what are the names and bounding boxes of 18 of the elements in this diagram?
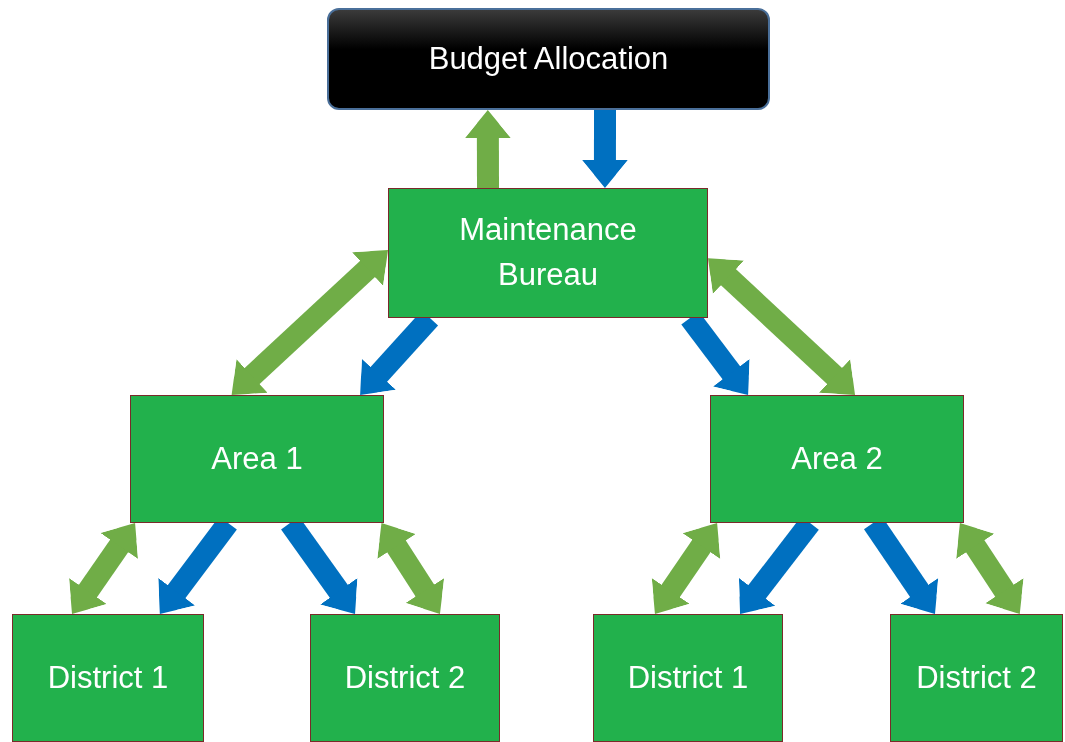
box-label: Area 1: [211, 439, 303, 478]
unit-box: [890, 614, 1063, 742]
unit-box: [593, 614, 783, 742]
header-box: [327, 8, 770, 110]
unit-box: [310, 614, 500, 742]
block-arrow: [581, 110, 628, 188]
box-label: Maintenance Bureau: [458, 211, 638, 294]
box-label: District 1: [47, 658, 169, 697]
unit-box: [12, 614, 204, 742]
unit-box: [710, 395, 964, 523]
box-label: Budget Allocation: [428, 39, 669, 78]
box-label: District 2: [916, 658, 1037, 697]
box-label: District 2: [344, 658, 466, 697]
block-arrow: [464, 109, 511, 189]
unit-box: [388, 188, 708, 318]
unit-box: [130, 395, 384, 523]
box-label: District 1: [627, 658, 749, 697]
box-label: Area 2: [791, 439, 883, 478]
